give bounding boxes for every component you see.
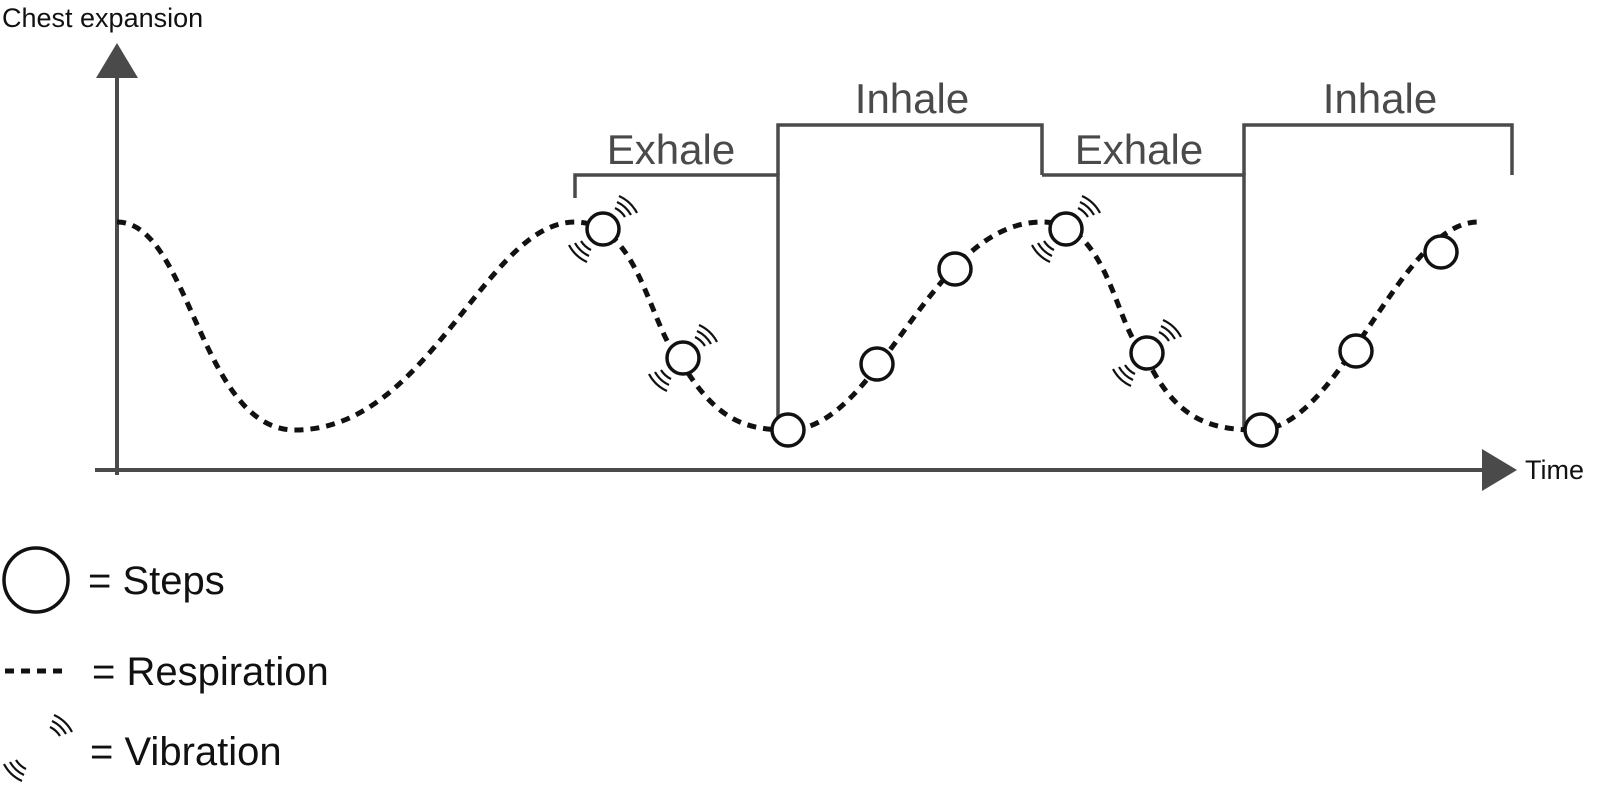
vibration-marks-1 bbox=[568, 194, 638, 264]
step-marker-7 bbox=[1129, 335, 1165, 371]
x-axis-label: Time bbox=[1525, 455, 1584, 485]
exhale-bracket-1 bbox=[573, 173, 780, 428]
vibration-marks-3 bbox=[1031, 194, 1101, 264]
legend-respiration-label: = Respiration bbox=[92, 650, 329, 694]
inhale-bracket-2 bbox=[1242, 123, 1514, 175]
inhale-bracket-1 bbox=[776, 123, 1044, 175]
vibration-marks-2 bbox=[648, 323, 718, 393]
step-marker-5 bbox=[937, 251, 973, 287]
legend-vibration-label: = Vibration bbox=[90, 730, 282, 774]
step-marker-6 bbox=[1048, 211, 1084, 247]
step-marker-2 bbox=[665, 340, 701, 376]
phase-label-exhale-2: Exhale bbox=[1075, 126, 1203, 173]
step-marker-9 bbox=[1338, 333, 1374, 369]
vibration-marks-4 bbox=[1112, 318, 1182, 388]
phase-label-exhale-1: Exhale bbox=[607, 126, 735, 173]
legend-step-icon bbox=[2, 546, 70, 614]
step-marker-10 bbox=[1423, 234, 1459, 270]
step-marker-8 bbox=[1243, 412, 1279, 448]
y-axis-label: Chest expansion bbox=[2, 3, 203, 33]
phase-label-inhale-1: Inhale bbox=[855, 75, 969, 122]
step-marker-3 bbox=[770, 412, 806, 448]
y-axis-arrow bbox=[96, 43, 138, 78]
legend-vibration-icon bbox=[3, 713, 73, 783]
step-marker-4 bbox=[859, 346, 895, 382]
respiration-curve bbox=[116, 219, 1479, 433]
phase-label-inhale-2: Inhale bbox=[1323, 75, 1437, 122]
step-marker-1 bbox=[585, 211, 621, 247]
x-axis-arrow bbox=[1482, 449, 1517, 491]
legend-steps-label: = Steps bbox=[88, 559, 225, 603]
